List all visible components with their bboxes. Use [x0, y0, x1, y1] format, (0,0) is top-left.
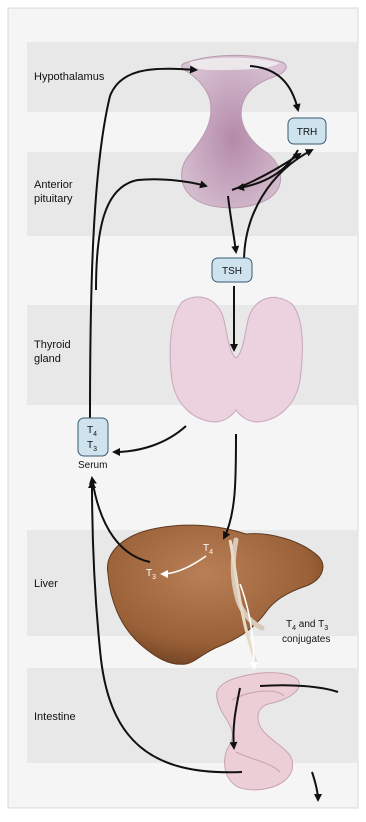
tsh-box: TSH	[212, 258, 252, 282]
conjugates-line2: conjugates	[282, 634, 330, 645]
label-thyroid-line2: gland	[34, 353, 61, 365]
serum-t4-t3-box: T4 T3	[78, 418, 108, 456]
tsh-label: TSH	[222, 266, 242, 277]
label-liver: Liver	[34, 578, 58, 590]
label-anterior-pituitary-line2: pituitary	[34, 193, 73, 205]
band-intestine	[27, 668, 358, 763]
trh-label: TRH	[297, 127, 318, 138]
label-thyroid-line1: Thyroid	[34, 339, 71, 351]
label-hypothalamus: Hypothalamus	[34, 71, 105, 83]
trh-box: TRH	[288, 118, 326, 144]
label-intestine: Intestine	[34, 711, 76, 723]
serum-label: Serum	[78, 460, 107, 471]
label-anterior-pituitary-line1: Anterior	[34, 179, 73, 191]
